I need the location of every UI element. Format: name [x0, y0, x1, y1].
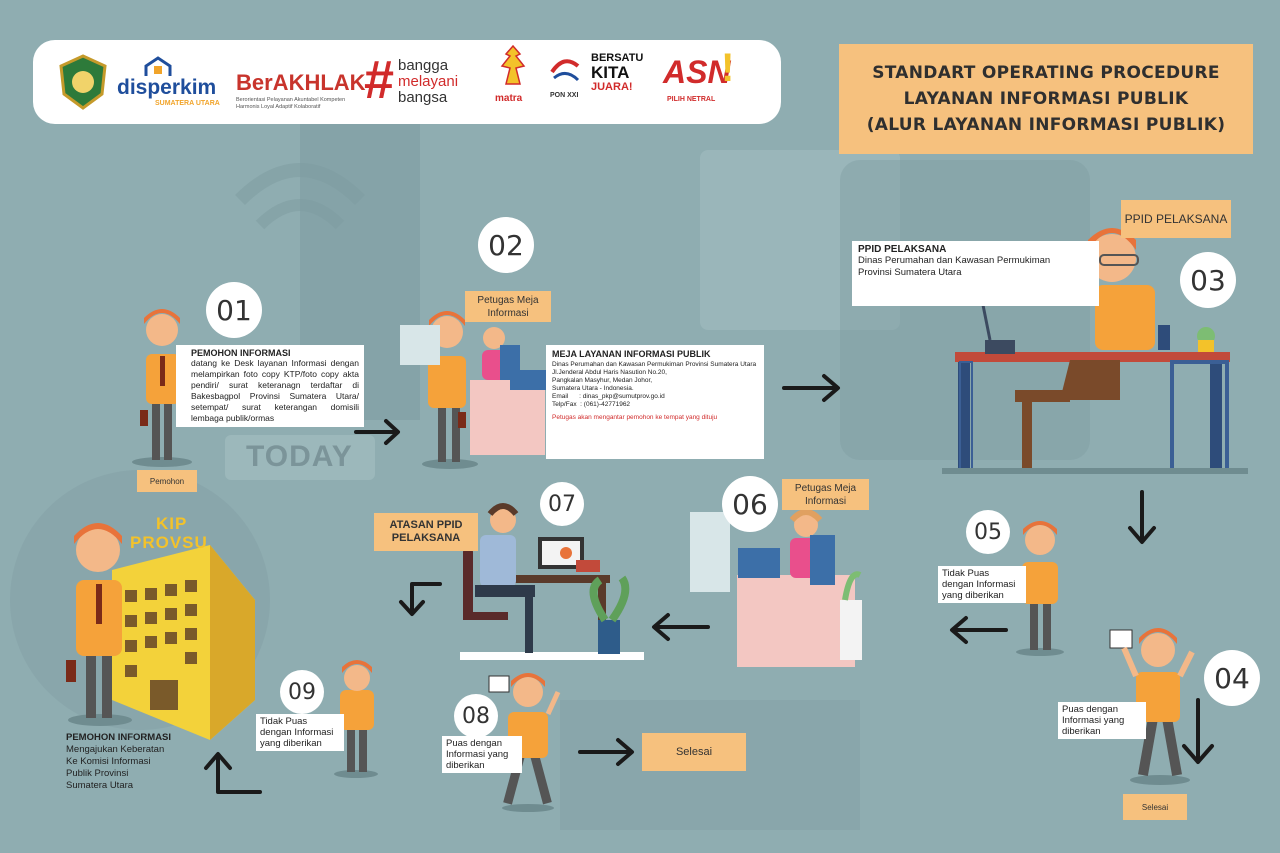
arrow-01-to-02 — [354, 419, 400, 445]
kip-sign-line1: KIP — [156, 514, 188, 533]
step-number-06: 06 — [722, 476, 778, 532]
step-01-heading: PEMOHON INFORMASI — [191, 348, 291, 358]
kip-info: PEMOHON INFORMASI Mengajukan Keberatan K… — [66, 732, 206, 792]
matra-logo: matra — [495, 93, 523, 104]
bangga-logo-line3: bangsa — [398, 89, 448, 106]
step-number-03: 03 — [1180, 252, 1236, 308]
arrow-09-to-kip — [204, 752, 262, 794]
officer-desk-icon-06 — [690, 509, 862, 667]
asn-exclamation-icon: ! — [721, 46, 735, 90]
step-01-text: datang ke Desk layanan Informasi dengan … — [191, 358, 359, 423]
kip-heading: PEMOHON INFORMASI — [66, 732, 172, 743]
step-02-line4: Sumatera Utara - Indonesia. — [552, 385, 634, 392]
person-icon-09 — [334, 660, 378, 778]
title-line3: (ALUR LAYANAN INFORMASI PUBLIK) — [866, 115, 1226, 135]
asn-logo-subtitle: PILIH NETRAL — [667, 96, 716, 103]
disperkim-logo-subtitle: SUMATERA UTARA — [155, 100, 220, 107]
matra-mascot-icon — [500, 44, 526, 85]
title-line1: STANDART OPERATING PROCEDURE — [872, 63, 1220, 83]
ppid-desk-icon-03 — [942, 228, 1248, 474]
arrow-08-to-selesai — [578, 738, 634, 766]
kip-line2: Ke Komisi Informasi — [66, 756, 151, 767]
pon-logo: PON XXI — [550, 92, 579, 99]
arrow-05-to-06 — [950, 616, 1008, 644]
step-02-line5: Email : dinas_pkp@sumutprov.go.id — [552, 393, 665, 400]
step-02-line1: Dinas Perumahan dan Kawasan Permukiman P… — [552, 361, 757, 368]
step-number-01: 01 — [206, 282, 262, 338]
logo-bar: disperkim SUMATERA UTARA BerAKHLAK Beror… — [33, 40, 781, 124]
step-01-card: PEMOHON INFORMASI datang ke Desk layanan… — [176, 345, 364, 427]
bersatu-logo-line2: KITA — [591, 63, 630, 82]
house-logo-icon — [144, 56, 172, 76]
officer-desk-icon-02 — [400, 325, 550, 455]
step-number-05: 05 — [966, 510, 1010, 554]
step-02-line2: Jl.Jenderal Abdul Haris Nasution No.20, — [552, 369, 667, 376]
disperkim-logo: disperkim — [117, 76, 217, 99]
provincial-seal-icon — [59, 54, 107, 110]
person-icon-01 — [132, 309, 192, 467]
arrow-03-down — [1128, 490, 1156, 544]
step-02-line6: Telp/Fax : (061)-42771962 — [552, 401, 631, 408]
arrow-02-to-03 — [782, 374, 840, 402]
step-09-label: Tidak Puas dengan Informasi yang diberik… — [256, 714, 344, 751]
bangga-logo-line1: bangga — [398, 57, 449, 74]
sad-person-icon-05 — [1016, 521, 1064, 656]
step-03-line1: Dinas Perumahan dan Kawasan Permukiman — [858, 255, 1051, 266]
step-02-tag: Petugas Meja Informasi — [465, 291, 551, 322]
berakhlak-logo: BerAKHLAK — [236, 70, 366, 95]
happy-person-icon-08 — [488, 673, 561, 812]
step-05-label: Tidak Puas dengan Informasi yang diberik… — [938, 566, 1026, 603]
bersatu-kita-juara-logo: BERSATU KITA JUARA! — [591, 52, 643, 106]
step-03-heading: PPID PELAKSANA — [858, 244, 947, 255]
step-number-09: 09 — [280, 670, 324, 714]
arrow-06-to-07 — [652, 613, 710, 641]
happy-person-icon-04 — [1109, 628, 1195, 785]
asn-logo: ASN — [663, 54, 731, 90]
step-03-card: PPID PELAKSANA Dinas Perumahan dan Kawas… — [852, 241, 1099, 306]
kip-line1: Mengajukan Keberatan — [66, 744, 165, 755]
step-02-heading: MEJA LAYANAN INFORMASI PUBLIK — [552, 349, 711, 359]
step-01-tag: Pemohon — [137, 470, 197, 492]
step-04-tag: Selesai — [1123, 794, 1187, 820]
title-line2: LAYANAN INFORMASI PUBLIK — [903, 89, 1189, 109]
hashtag-logo-icon: # — [364, 50, 395, 110]
step-02-note: Petugas akan mengantar pemohon ke tempat… — [552, 414, 718, 421]
arrow-07-down — [399, 582, 442, 616]
step-03-tag: PPID PELAKSANA — [1121, 200, 1231, 238]
step-08-tag: Selesai — [642, 733, 746, 771]
kip-sign-line2: PROVSU — [130, 533, 208, 552]
step-04-label: Puas dengan Informasi yang diberikan — [1058, 702, 1146, 739]
step-number-02: 02 — [478, 217, 534, 273]
step-number-07: 07 — [540, 482, 584, 526]
step-07-tag: ATASAN PPID PELAKSANA — [374, 513, 478, 551]
flow-arrows — [204, 374, 1214, 794]
background-today-text: TODAY — [246, 440, 353, 473]
berakhlak-logo-subtitle: Berorientasi Pelayanan Akuntabel Kompete… — [236, 97, 346, 110]
bersatu-logo-line1: BERSATU — [591, 52, 644, 64]
kip-building-icon — [66, 523, 255, 740]
kip-line3: Publik Provinsi — [66, 768, 129, 779]
step-02-card: MEJA LAYANAN INFORMASI PUBLIK Dinas Peru… — [546, 345, 764, 459]
kip-line4: Sumatera Utara — [66, 780, 134, 791]
bersatu-logo-line3: JUARA! — [591, 81, 633, 93]
step-03-line2: Provinsi Sumatera Utara — [858, 267, 962, 278]
step-02-line3: Pangkalan Masyhur, Medan Johor, — [552, 377, 653, 384]
title-box: STANDART OPERATING PROCEDURE LAYANAN INF… — [839, 44, 1253, 154]
bangga-logo-line2: melayani — [398, 73, 459, 90]
step-number-08: 08 — [454, 694, 498, 738]
atasan-desk-icon-07 — [460, 503, 644, 660]
pon-logo-icon — [550, 59, 580, 82]
arrow-04-down — [1182, 698, 1214, 764]
step-number-04: 04 — [1204, 650, 1260, 706]
step-06-tag: Petugas Meja Informasi — [782, 479, 869, 510]
step-08-label: Puas dengan Informasi yang diberikan — [442, 736, 522, 773]
